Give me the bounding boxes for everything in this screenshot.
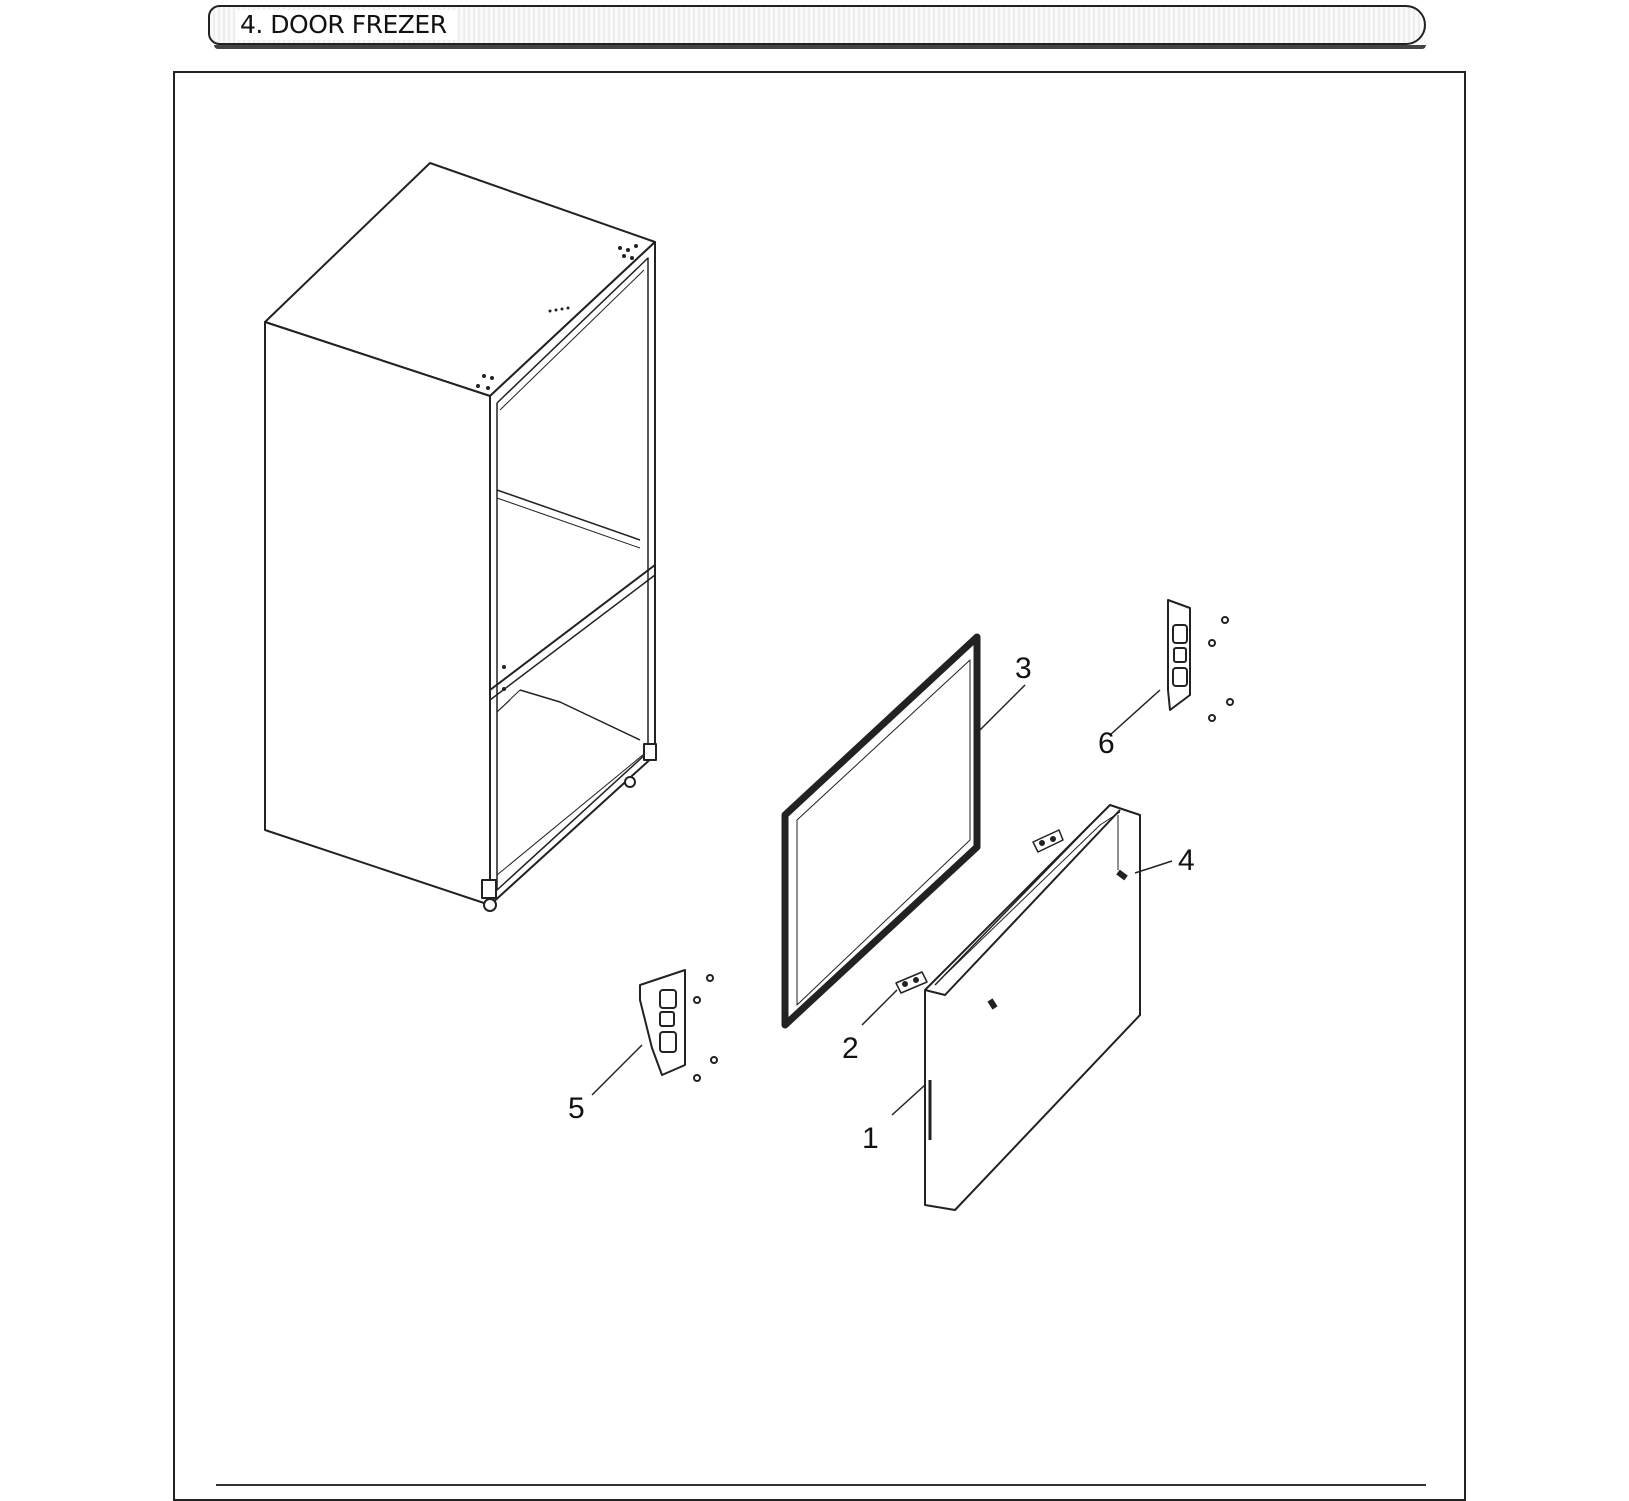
callout-3: 3 (1015, 652, 1032, 685)
callout-5: 5 (568, 1092, 585, 1125)
callout-1: 1 (862, 1122, 879, 1155)
door-stopper-bracket (895, 829, 1064, 994)
callout-2: 2 (842, 1032, 859, 1065)
door-gasket (781, 633, 981, 1029)
refrigerator-cabinet (264, 162, 657, 912)
callout-4: 4 (1178, 844, 1195, 877)
hinge-bracket-upper (1167, 599, 1234, 722)
hinge-bracket-lower (639, 969, 718, 1082)
header-shadow (214, 45, 1426, 49)
leader-lines (591, 684, 1173, 1116)
freezer-door (924, 804, 1141, 1211)
section-header-banner: 4. DOOR FREZER (208, 5, 1426, 45)
section-title: 4. DOOR FREZER (236, 10, 457, 40)
bottom-rule (216, 1484, 1426, 1486)
callout-6: 6 (1098, 727, 1115, 760)
